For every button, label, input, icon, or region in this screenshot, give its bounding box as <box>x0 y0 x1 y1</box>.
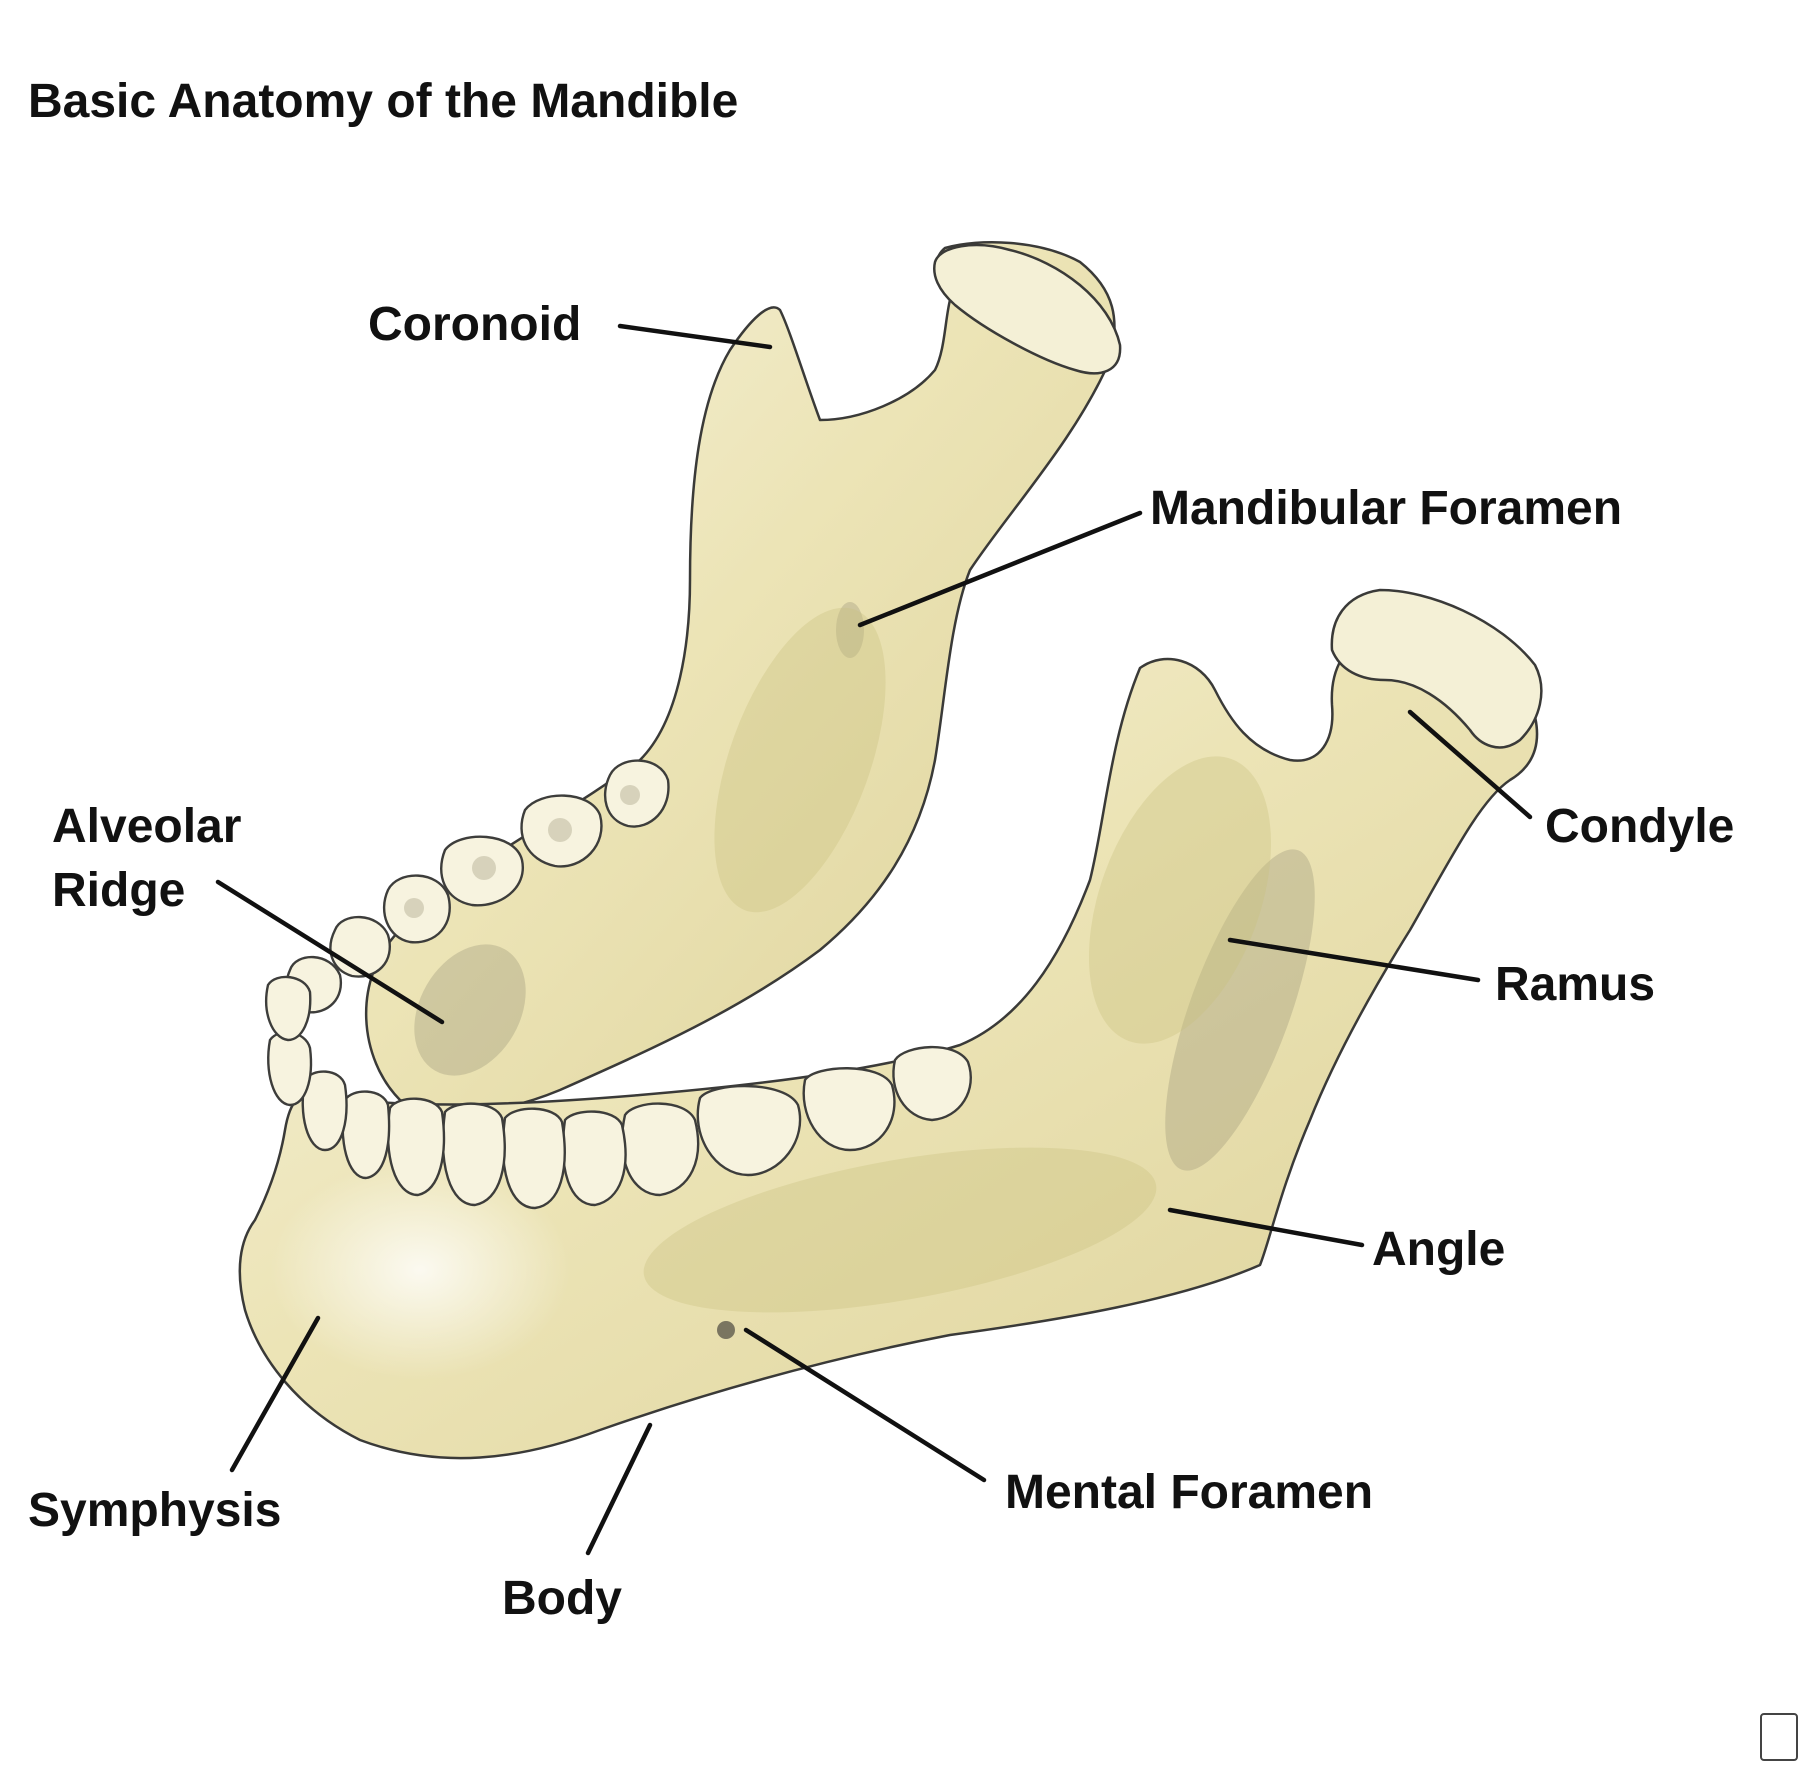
label-alveolar-ridge-line2: Ridge <box>52 864 185 917</box>
publisher-logo-icon <box>1760 1713 1798 1761</box>
leader-symphysis <box>229 1315 321 1473</box>
near-mandible <box>238 588 1543 1460</box>
near-teeth <box>265 975 972 1210</box>
leader-ramus <box>1227 937 1481 983</box>
leader-body <box>585 1422 653 1556</box>
label-mental-foramen: Mental Foramen <box>1005 1466 1373 1519</box>
label-body: Body <box>502 1572 622 1625</box>
leader-condyle <box>1407 709 1533 820</box>
label-alveolar-ridge-line1: Alveolar <box>52 800 241 853</box>
leader-angle <box>1167 1207 1365 1248</box>
leader-alveolar-ridge <box>215 879 445 1025</box>
label-symphysis: Symphysis <box>28 1484 281 1537</box>
labels: Coronoid Mandibular Foramen Alveolar Rid… <box>28 298 1734 1625</box>
label-ramus: Ramus <box>1495 958 1655 1011</box>
leader-mental-foramen <box>743 1327 987 1483</box>
diagram-title: Basic Anatomy of the Mandible <box>28 75 739 128</box>
label-coronoid: Coronoid <box>368 298 581 351</box>
leader-lines <box>215 323 1533 1556</box>
leader-coronoid <box>617 323 773 350</box>
label-mandibular-foramen: Mandibular Foramen <box>1150 482 1622 535</box>
far-ramus <box>364 241 1122 1114</box>
leader-mandibular-foramen <box>857 510 1143 628</box>
label-condyle: Condyle <box>1545 800 1734 853</box>
label-angle: Angle <box>1372 1223 1505 1276</box>
